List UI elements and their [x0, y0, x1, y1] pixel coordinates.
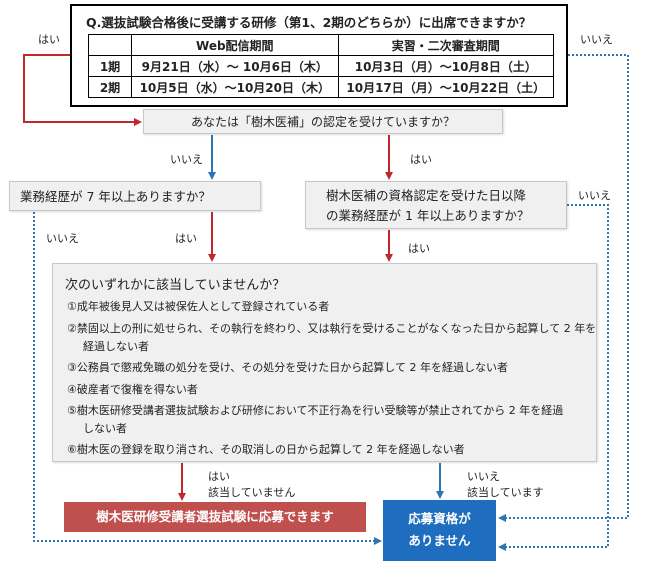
- question-title: Q.選抜試験合格後に受講する研修（第1、2期のどちらか）に出席できますか？: [86, 15, 532, 30]
- label-disq-no: いいえ: [467, 470, 500, 483]
- table-header-web: Web配信期間: [131, 34, 339, 56]
- list-item: ②禁固以上の刑に処せられ、その執行を終わり、又は執行を受けることがなくなった日か…: [67, 322, 597, 335]
- table-cell: 9月21日（水）～ 10月6日（木）: [131, 55, 339, 77]
- label-exp1-yes: はい: [408, 242, 430, 255]
- table-row-label: 1期: [88, 55, 132, 77]
- arrow-q-yes: [23, 54, 142, 126]
- disqualification-heading: 次のいずれかに該当していませんか？: [65, 278, 286, 293]
- table-cell: 10月17日（月）～10月22日（土）: [337, 76, 555, 98]
- result-eligible: 樹木医研修受講者選抜試験に応募できます: [64, 502, 366, 532]
- label-disq-yes: はい: [208, 470, 230, 483]
- table-cell: 10月3日（月）～10月8日（土）: [337, 55, 555, 77]
- result-ineligible-line1: 応募資格が: [408, 511, 471, 526]
- list-item: ④破産者で復権を得ない者: [67, 383, 198, 396]
- result-ineligible-line2: ありません: [408, 533, 471, 548]
- question-experience-7: 業務経歴が 7 年以上ありますか？: [9, 181, 261, 211]
- label-not-applicable: 該当していません: [208, 486, 296, 499]
- label-exp7-no: いいえ: [46, 232, 79, 245]
- table-row: 2期 10月5日（水）～10月20日（木） 10月17日（月）～10月22日（土…: [88, 76, 555, 98]
- label-exp1-no: いいえ: [578, 189, 611, 202]
- table-header-row: Web配信期間 実習・二次審査期間: [88, 34, 555, 56]
- question-experience-1-line2: の業務経歴が 1 年以上ありますか？: [326, 208, 530, 223]
- question-box: Q.選抜試験合格後に受講する研修（第1、2期のどちらか）に出席できますか？ We…: [70, 4, 568, 107]
- table-row: 1期 9月21日（水）～ 10月6日（木） 10月3日（月）～10月8日（土）: [88, 55, 555, 77]
- question-experience-1-line1: 樹木医補の資格認定を受けた日以降: [326, 188, 527, 203]
- schedule-table: Web配信期間 実習・二次審査期間 1期 9月21日（水）～ 10月6日（木） …: [88, 34, 555, 98]
- result-ineligible: 応募資格が ありません: [383, 500, 496, 561]
- table-cell: 10月5日（水）～10月20日（木）: [131, 76, 339, 98]
- label-q-yes: はい: [38, 33, 60, 46]
- list-item: ⑥樹木医の登録を取り消され、その取消しの日から起算して 2 年を経過しない者: [67, 443, 465, 456]
- label-exp7-yes: はい: [175, 232, 197, 245]
- list-item: ⑤樹木医研修受講者選抜試験および研修において不正行為を行い受験等が禁止されてから…: [67, 404, 564, 417]
- disqualification-box: 次のいずれかに該当していませんか？ ①成年被後見人又は被保佐人として登録されてい…: [52, 263, 597, 462]
- arrow-q-no: [498, 54, 629, 522]
- question-experience-1: 樹木医補の資格認定を受けた日以降 の業務経歴が 1 年以上ありますか？: [305, 181, 567, 229]
- list-item: 経過しない者: [83, 340, 149, 353]
- list-item: しない者: [83, 422, 127, 435]
- list-item: ①成年被後見人又は被保佐人として登録されている者: [67, 300, 330, 313]
- list-item: ③公務員で懲戒免職の処分を受け、その処分を受けた日から起算して 2 年を経過しな…: [67, 361, 508, 374]
- label-cert-no: いいえ: [170, 153, 203, 166]
- table-header-practical: 実習・二次審査期間: [337, 34, 555, 56]
- arrow-exp1-no: [498, 204, 609, 551]
- arrow-exp7-no: [33, 212, 382, 545]
- table-header-blank: [88, 34, 132, 56]
- label-applicable: 該当しています: [467, 486, 544, 499]
- label-cert-yes: はい: [410, 153, 432, 166]
- question-certified: あなたは「樹木医補」の認定を受けていますか？: [143, 109, 503, 134]
- label-q-no: いいえ: [580, 33, 613, 46]
- table-row-label: 2期: [88, 76, 132, 98]
